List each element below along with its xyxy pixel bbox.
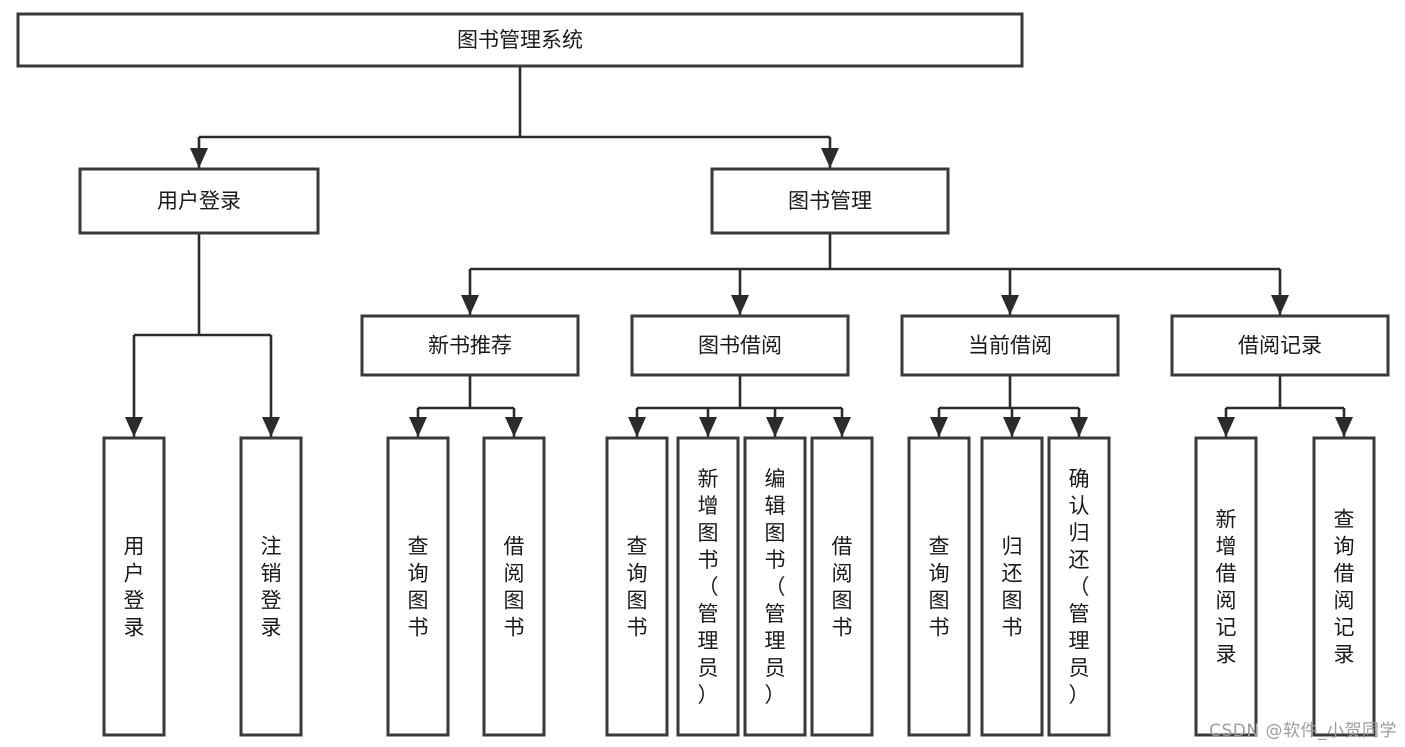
current-borrow-to-leaves-arrow-2 xyxy=(1070,417,1088,437)
root-to-level2-arrow-1 xyxy=(821,148,839,168)
node-label-new-book-recommend: 新书推荐 xyxy=(428,334,512,358)
leaf-leaf-logout[interactable]: 注销登录 xyxy=(239,436,303,737)
current-borrow-to-leaves-arrow-0 xyxy=(930,417,948,437)
node-label-leaf-borrow-book-rec: 借阅图书 xyxy=(504,535,525,640)
node-label-leaf-edit-book: 编辑图书（管理员） xyxy=(765,467,786,707)
node-book-borrow[interactable]: 图书借阅 xyxy=(630,314,850,377)
leaf-leaf-borrow-book[interactable]: 借阅图书 xyxy=(810,436,874,737)
node-root[interactable]: 图书管理系统 xyxy=(16,12,1024,68)
node-label-leaf-query-book-rec: 查询图书 xyxy=(408,535,429,640)
node-label-root: 图书管理系统 xyxy=(457,28,583,52)
node-box-leaf-query-book-cur[interactable] xyxy=(907,436,971,737)
node-box-leaf-logout[interactable] xyxy=(239,436,303,737)
leaf-leaf-query-book-rec[interactable]: 查询图书 xyxy=(386,436,450,737)
node-label-leaf-user-login: 用户登录 xyxy=(124,535,145,640)
book-borrow-to-leaves-arrow-0 xyxy=(628,417,646,437)
node-box-leaf-edit-book[interactable] xyxy=(743,436,807,737)
leaf-leaf-query-book-borrow[interactable]: 查询图书 xyxy=(605,436,669,737)
node-label-leaf-return-book: 归还图书 xyxy=(1002,535,1023,640)
node-label-book-borrow: 图书借阅 xyxy=(698,334,782,358)
bookmanage-to-level3-arrow-1 xyxy=(731,295,749,315)
node-user-login[interactable]: 用户登录 xyxy=(78,167,320,235)
nodes-layer: 图书管理系统用户登录图书管理新书推荐图书借阅当前借阅借阅记录用户登录注销登录查询… xyxy=(16,12,1390,737)
node-label-leaf-confirm-return: 确认归还（管理员） xyxy=(1069,467,1090,707)
book-borrow-to-leaves-arrow-3 xyxy=(833,417,851,437)
new-book-recommend-to-leaves-arrow-0 xyxy=(409,417,427,437)
current-borrow-to-leaves-arrow-1 xyxy=(1003,417,1021,437)
leaf-leaf-user-login[interactable]: 用户登录 xyxy=(102,436,166,737)
bookmanage-to-level3-arrow-0 xyxy=(461,295,479,315)
leaf-leaf-confirm-return[interactable]: 确认归还（管理员） xyxy=(1047,436,1111,737)
node-box-leaf-confirm-return[interactable] xyxy=(1047,436,1111,737)
node-label-leaf-add-book: 新增图书（管理员） xyxy=(698,467,719,707)
leaf-leaf-add-book[interactable]: 新增图书（管理员） xyxy=(676,436,740,737)
bookmanage-to-level3-arrow-3 xyxy=(1271,295,1289,315)
user-login-to-leaves-arrow-1 xyxy=(262,417,280,437)
root-to-level2-arrow-0 xyxy=(190,148,208,168)
node-borrow-record[interactable]: 借阅记录 xyxy=(1170,314,1390,377)
node-box-leaf-borrow-book-rec[interactable] xyxy=(482,436,546,737)
node-box-book-borrow[interactable] xyxy=(630,314,850,377)
new-book-recommend-to-leaves-arrow-1 xyxy=(505,417,523,437)
leaf-leaf-return-book[interactable]: 归还图书 xyxy=(980,436,1044,737)
leaf-leaf-borrow-book-rec[interactable]: 借阅图书 xyxy=(482,436,546,737)
bookmanage-to-level3-arrow-2 xyxy=(1001,295,1019,315)
node-box-new-book-recommend[interactable] xyxy=(360,314,580,377)
borrow-record-to-leaves-arrow-0 xyxy=(1217,417,1235,437)
node-box-leaf-return-book[interactable] xyxy=(980,436,1044,737)
node-label-leaf-query-book-borrow: 查询图书 xyxy=(627,535,648,640)
node-label-leaf-query-record: 查询借阅记录 xyxy=(1334,508,1355,667)
book-borrow-to-leaves-arrow-1 xyxy=(699,417,717,437)
node-box-user-login[interactable] xyxy=(78,167,320,235)
node-box-leaf-borrow-book[interactable] xyxy=(810,436,874,737)
node-box-root[interactable] xyxy=(16,12,1024,68)
node-box-leaf-user-login[interactable] xyxy=(102,436,166,737)
borrow-record-to-leaves-arrow-1 xyxy=(1335,417,1353,437)
node-label-leaf-borrow-book: 借阅图书 xyxy=(832,535,853,640)
node-label-leaf-logout: 注销登录 xyxy=(261,535,282,640)
node-box-current-borrow[interactable] xyxy=(900,314,1120,377)
leaf-leaf-add-record[interactable]: 新增借阅记录 xyxy=(1194,436,1258,737)
node-box-book-manage[interactable] xyxy=(710,167,950,235)
node-book-manage[interactable]: 图书管理 xyxy=(710,167,950,235)
node-label-current-borrow: 当前借阅 xyxy=(968,334,1052,358)
node-box-leaf-query-book-rec[interactable] xyxy=(386,436,450,737)
node-label-leaf-add-record: 新增借阅记录 xyxy=(1216,508,1237,667)
connectors-layer xyxy=(125,66,1353,437)
node-label-user-login: 用户登录 xyxy=(157,189,241,213)
node-label-book-manage: 图书管理 xyxy=(788,189,872,213)
watermark-text: CSDN @软件_小贺同学 xyxy=(1209,721,1397,741)
node-label-borrow-record: 借阅记录 xyxy=(1238,334,1322,358)
node-new-book-recommend[interactable]: 新书推荐 xyxy=(360,314,580,377)
user-login-to-leaves-arrow-0 xyxy=(125,417,143,437)
node-box-borrow-record[interactable] xyxy=(1170,314,1390,377)
node-box-leaf-query-book-borrow[interactable] xyxy=(605,436,669,737)
node-label-leaf-query-book-cur: 查询图书 xyxy=(929,535,950,640)
leaf-leaf-edit-book[interactable]: 编辑图书（管理员） xyxy=(743,436,807,737)
node-box-leaf-add-book[interactable] xyxy=(676,436,740,737)
node-current-borrow[interactable]: 当前借阅 xyxy=(900,314,1120,377)
leaf-leaf-query-book-cur[interactable]: 查询图书 xyxy=(907,436,971,737)
book-borrow-to-leaves-arrow-2 xyxy=(766,417,784,437)
leaf-leaf-query-record[interactable]: 查询借阅记录 xyxy=(1312,436,1376,737)
node-box-leaf-query-record[interactable] xyxy=(1312,436,1376,737)
node-box-leaf-add-record[interactable] xyxy=(1194,436,1258,737)
